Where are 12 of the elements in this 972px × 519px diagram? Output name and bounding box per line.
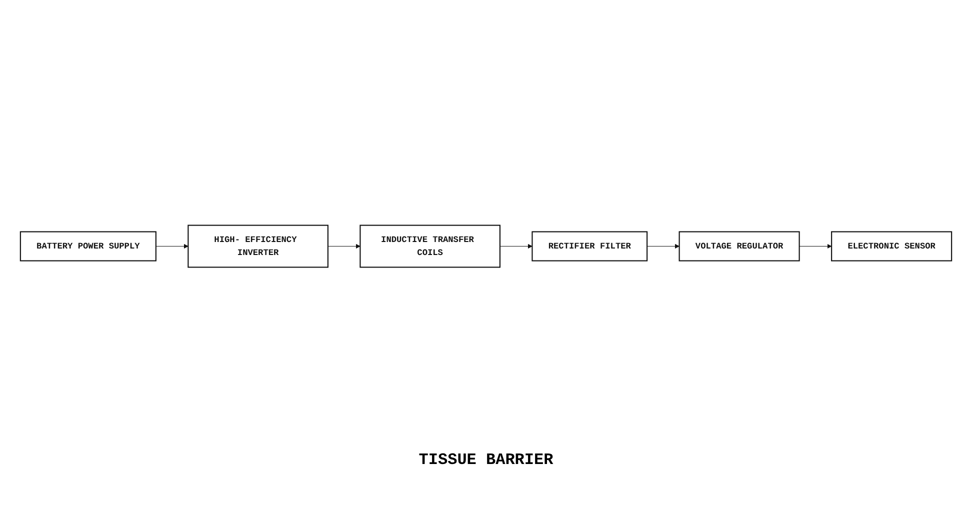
arrow [500, 244, 532, 249]
node-box: RECTIFIER FILTER [532, 231, 648, 262]
node-box: INDUCTIVE TRANSFER COILS [360, 225, 500, 268]
node-box: VOLTAGE REGULATOR [678, 231, 800, 262]
arrow [156, 244, 188, 249]
node-box: BATTERY POWER SUPPLY [20, 231, 156, 262]
arrow [646, 244, 680, 249]
arrow [799, 244, 832, 249]
node-box: HIGH- EFFICIENCY INVERTER [188, 225, 328, 268]
node-box: ELECTRONIC SENSOR [831, 231, 952, 262]
note-label: TISSUE BARRIER [418, 450, 554, 468]
arrow [328, 244, 360, 249]
